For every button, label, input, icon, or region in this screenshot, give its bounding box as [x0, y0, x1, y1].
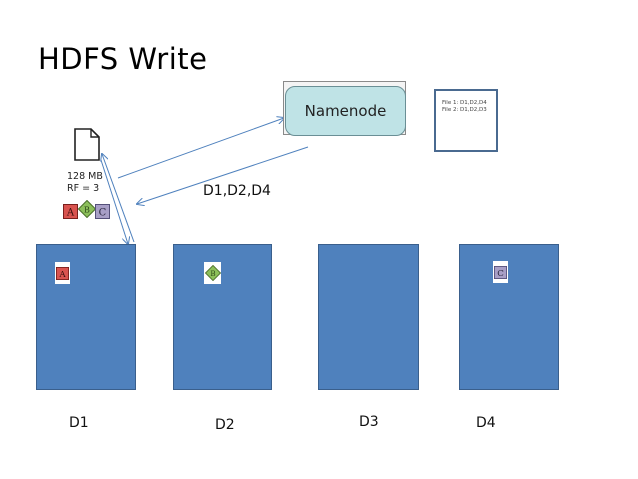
- replica-response-label: D1,D2,D4: [203, 183, 271, 199]
- block-c-letter: C: [99, 208, 107, 219]
- d2-block-chip: B: [204, 262, 221, 284]
- file-icon: [74, 128, 100, 161]
- block-b-letter: B: [84, 206, 90, 215]
- metadata-line: File 1: D1,D2,D4: [442, 100, 487, 106]
- datanode-d1: [36, 244, 136, 390]
- datanode-label-d3: D3: [359, 414, 379, 430]
- block-letter: A: [58, 269, 66, 279]
- d1-block-chip: A: [55, 262, 70, 284]
- arrow-d1-to-client: [102, 154, 135, 243]
- datanode-label-d2: D2: [215, 417, 235, 433]
- arrow-client-to-d1: [100, 159, 128, 244]
- namenode-metadata-box: File 1: D1,D2,D4 File 2: D1,D2,D3: [434, 89, 498, 152]
- file-info: 128 MB RF = 3: [67, 171, 103, 195]
- namenode-label: Namenode: [304, 102, 387, 120]
- datanode-label-d4: D4: [476, 415, 496, 431]
- block-a-icon: A: [56, 266, 69, 280]
- datanode-label-d1: D1: [69, 415, 89, 431]
- block-b-icon: B: [204, 265, 221, 281]
- block-a-icon: A: [63, 204, 78, 219]
- block-letter: C: [497, 268, 504, 278]
- arrow-namenode-to-client: [137, 146, 309, 204]
- datanode-d3: [318, 244, 419, 390]
- datanode-d2: [173, 244, 272, 390]
- file-replication: RF = 3: [67, 183, 100, 194]
- datanode-d4: [459, 244, 559, 390]
- block-c-icon: C: [95, 204, 110, 219]
- block-a-letter: A: [66, 208, 75, 219]
- namenode-box: Namenode: [285, 86, 406, 136]
- block-c-icon: C: [494, 265, 507, 279]
- block-b-icon: B: [78, 200, 96, 218]
- arrow-client-to-namenode: [117, 118, 284, 179]
- metadata-line: File 2: D1,D2,D3: [442, 107, 487, 113]
- slide-title: HDFS Write: [38, 42, 208, 76]
- block-letter: B: [210, 269, 215, 278]
- file-size: 128 MB: [67, 171, 103, 182]
- d4-block-chip: C: [493, 261, 508, 283]
